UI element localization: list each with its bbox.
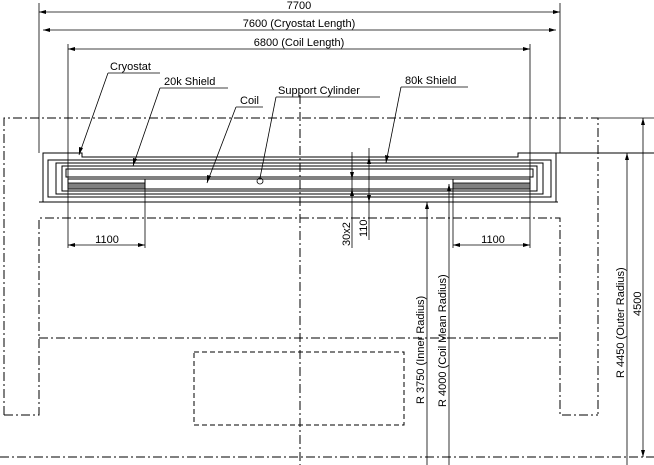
shield-20k-callout: 20k Shield bbox=[132, 76, 228, 167]
right-gap-label: 1100 bbox=[481, 234, 505, 246]
cryostat-vessel bbox=[42, 152, 654, 203]
outer-radius-dimension: R 4450 (Outer Radius) bbox=[615, 153, 629, 465]
support-cylinder-label: Support Cylinder bbox=[278, 85, 360, 97]
cryostat-length-label: 7600 (Cryostat Length) bbox=[243, 18, 356, 30]
left-gap-dimension: 1100 bbox=[68, 189, 146, 248]
overall-length-dimension: 7700 bbox=[38, 0, 561, 153]
shield-20k-label: 20k Shield bbox=[164, 76, 215, 88]
total-height-dimension: 4500 bbox=[598, 117, 654, 457]
coil-mean-radius-dimension: R 4000 (Coil Mean Radius) bbox=[437, 184, 451, 465]
coil bbox=[67, 178, 531, 190]
thickness-b-label: 110 bbox=[358, 219, 370, 237]
yoke-outline bbox=[0, 95, 654, 465]
thickness-dimensions: 30x2 110 bbox=[341, 148, 371, 248]
overall-length-label: 7700 bbox=[287, 0, 311, 12]
coil-label: Coil bbox=[240, 95, 259, 107]
coil-callout: Coil bbox=[206, 95, 263, 184]
support-cylinder bbox=[65, 168, 534, 178]
shield-80k bbox=[55, 162, 544, 195]
shield-80k-label: 80k Shield bbox=[405, 75, 456, 87]
inner-radius-dimension: R 3750 (Inner Radius) bbox=[415, 202, 429, 465]
right-gap-dimension: 1100 bbox=[452, 189, 530, 248]
left-gap-label: 1100 bbox=[95, 234, 119, 246]
shield-20k bbox=[61, 165, 538, 192]
coil-length-label: 6800 (Coil Length) bbox=[254, 37, 345, 49]
thickness-a-label: 30x2 bbox=[341, 222, 353, 246]
support-cylinder-callout: Support Cylinder bbox=[256, 85, 380, 185]
shield-80k-callout: 80k Shield bbox=[385, 75, 468, 164]
outer-radius-label: R 4450 (Outer Radius) bbox=[615, 267, 627, 378]
cryostat-label: Cryostat bbox=[110, 61, 151, 73]
inner-radius-label: R 3750 (Inner Radius) bbox=[415, 296, 427, 404]
coil-length-dimension: 6800 (Coil Length) bbox=[67, 37, 531, 248]
total-height-label: 4500 bbox=[632, 292, 644, 316]
cryostat-callout: Cryostat bbox=[78, 61, 160, 156]
cryostat-length-dimension: 7600 (Cryostat Length) bbox=[43, 18, 556, 32]
coil-mean-radius-label: R 4000 (Coil Mean Radius) bbox=[437, 274, 449, 407]
